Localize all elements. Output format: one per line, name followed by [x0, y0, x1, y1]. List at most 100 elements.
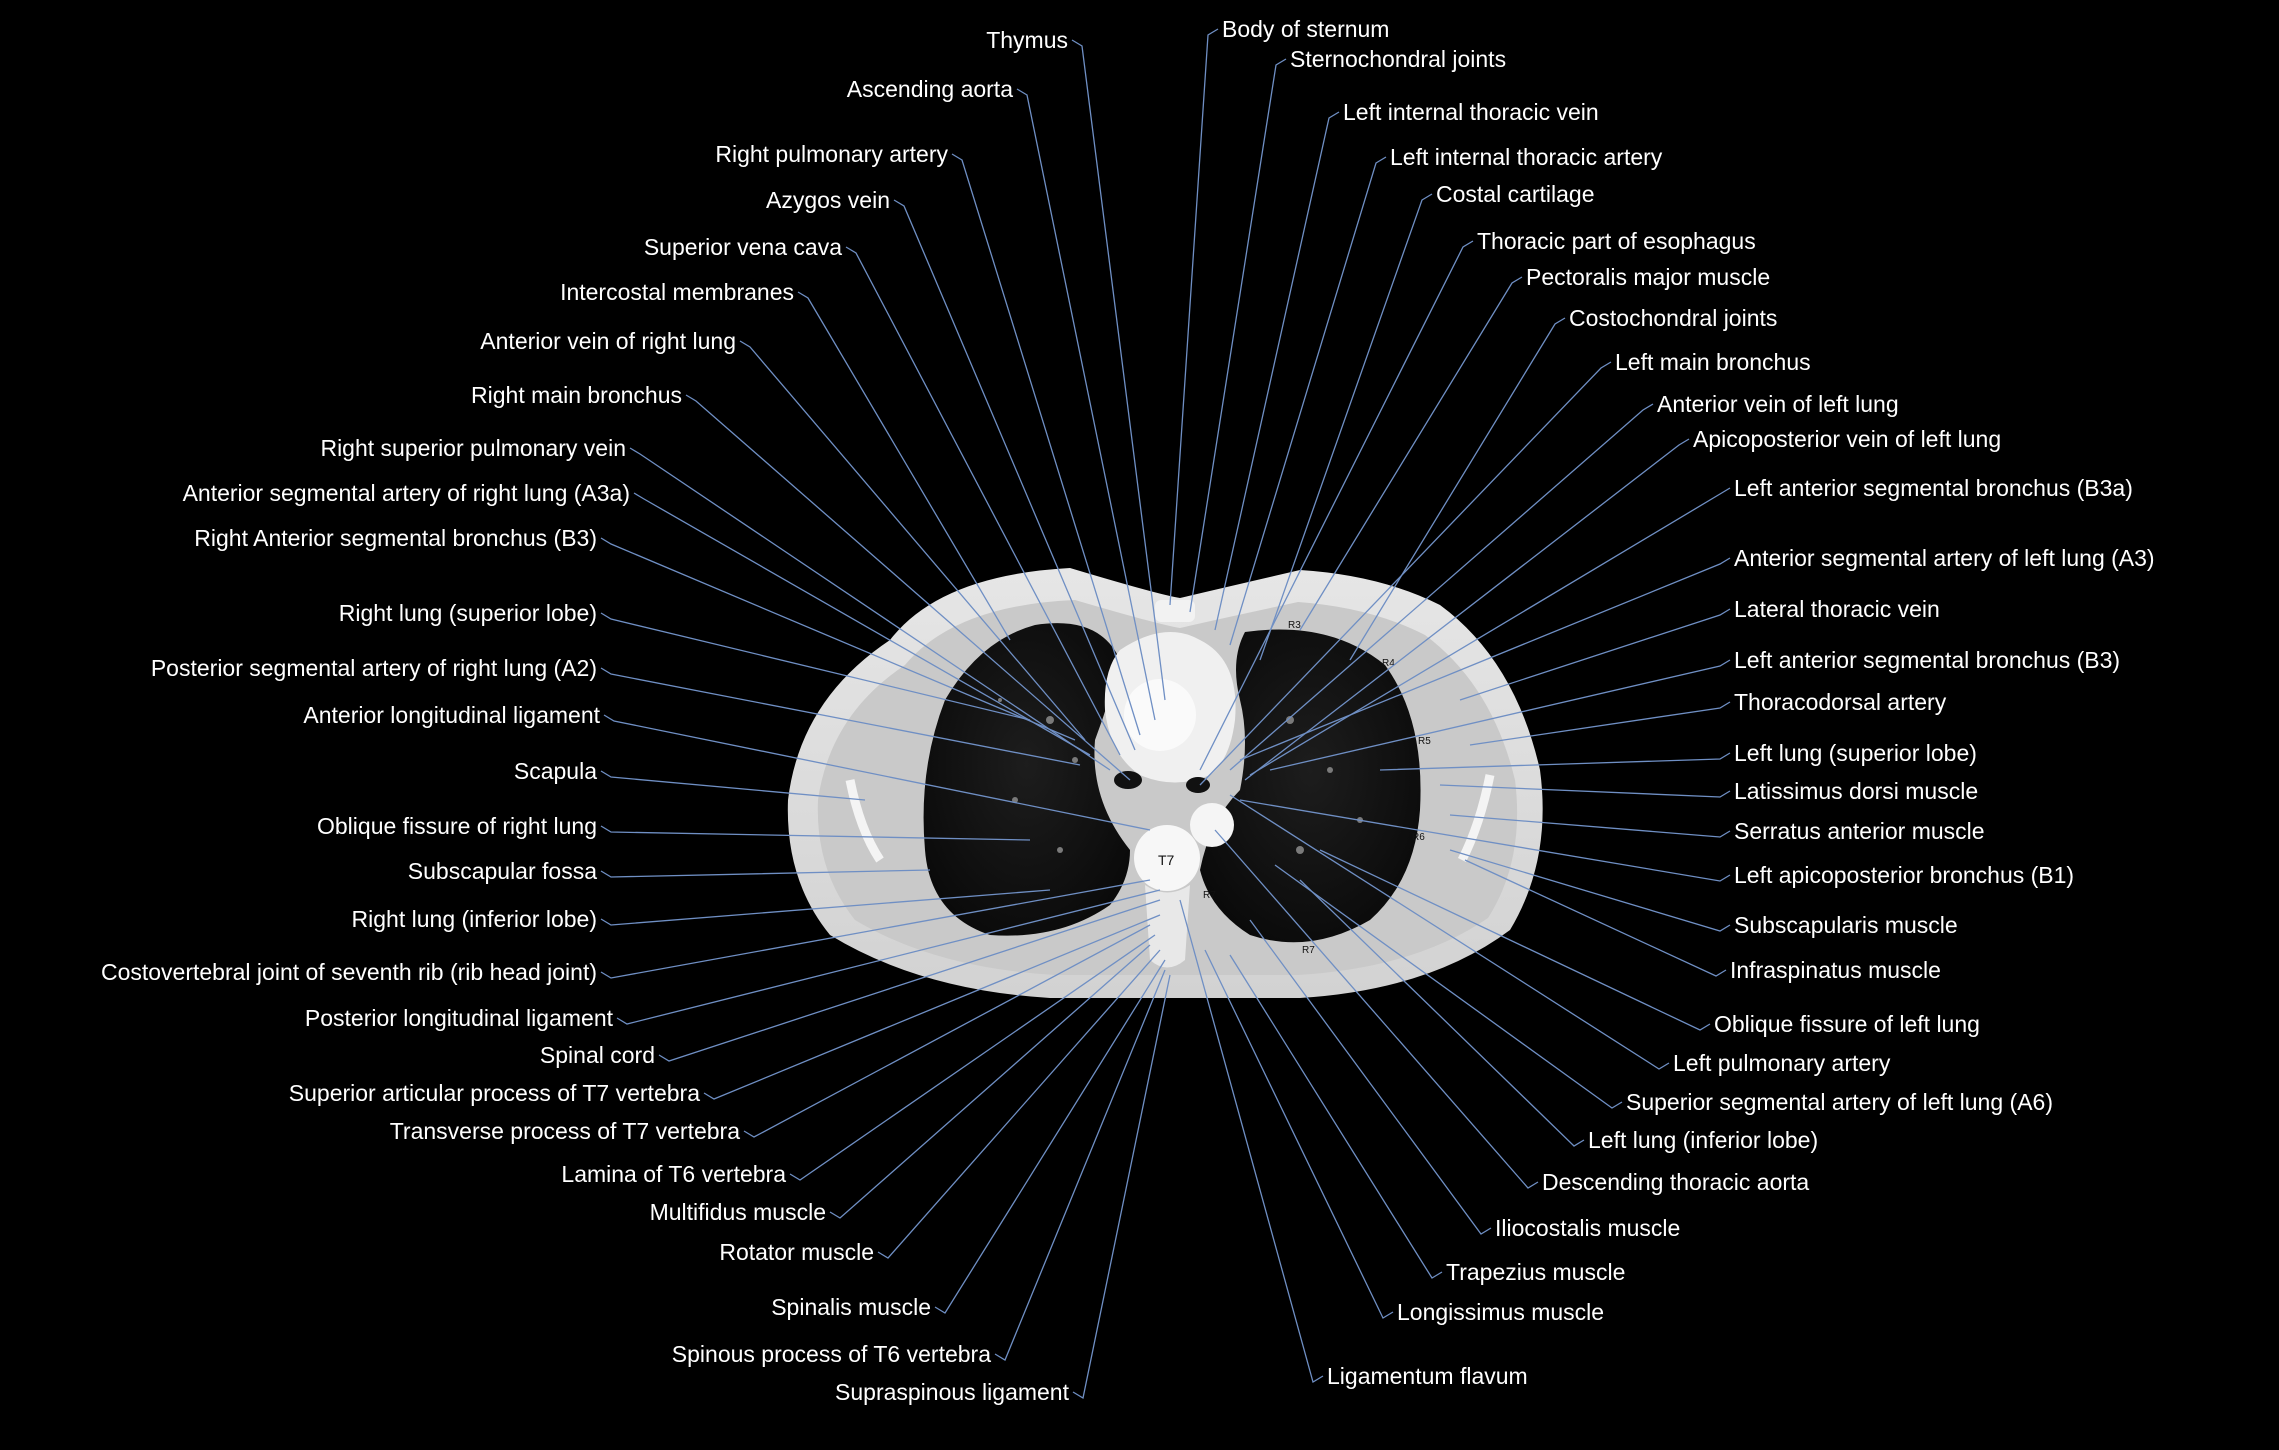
- leader-line: [1469, 701, 1731, 746]
- leader-line: [845, 246, 1121, 756]
- left-lung: [1200, 629, 1421, 943]
- right-label-19: Left apicoposterior bronchus (B1): [1239, 799, 2074, 888]
- right-label-15: Thoracodorsal artery: [1469, 689, 1947, 746]
- leader-line: [1204, 949, 1394, 1319]
- label-text: Rotator muscle: [719, 1239, 874, 1265]
- right-label-27: Iliocostalis muscle: [1249, 919, 1680, 1241]
- label-text: Intercostal membranes: [560, 279, 794, 305]
- label-text: Left lung (inferior lobe): [1588, 1127, 1818, 1153]
- left-label-12: Posterior segmental artery of right lung…: [151, 655, 1081, 766]
- right-scapula-shape: [845, 779, 884, 863]
- leader-line: [685, 394, 1131, 781]
- label-text: Subscapularis muscle: [1734, 912, 1958, 938]
- label-text: Spinalis muscle: [771, 1294, 931, 1320]
- leader-line: [994, 969, 1166, 1361]
- right-label-23: Left pulmonary artery: [1229, 794, 1891, 1076]
- right-label-24: Superior segmental artery of left lung (…: [1274, 864, 2053, 1115]
- leader-line: [1199, 361, 1612, 786]
- label-text: Anterior segmental artery of left lung (…: [1734, 545, 2155, 571]
- leader-line: [743, 924, 1151, 1138]
- leader-line: [616, 889, 1161, 1025]
- leader-line: [1249, 919, 1492, 1235]
- leader-line: [600, 667, 1081, 766]
- left-bronchus-shape: [1186, 777, 1210, 793]
- leader-line: [1189, 58, 1287, 613]
- label-text: Trapezius muscle: [1446, 1259, 1625, 1285]
- label-text: Thoracodorsal artery: [1734, 689, 1947, 715]
- label-text: Right superior pulmonary vein: [320, 435, 626, 461]
- leader-line: [1214, 829, 1539, 1189]
- leader-line: [1319, 849, 1711, 1031]
- right-label-7: Costochondral joints: [1349, 305, 1777, 661]
- right-label-0: Body of sternum: [1169, 16, 1389, 606]
- left-scapula-shape: [1457, 774, 1495, 863]
- label-text: Left internal thoracic artery: [1390, 144, 1663, 170]
- label-text: Lamina of T6 vertebra: [561, 1161, 786, 1187]
- leader-line: [1239, 799, 1731, 882]
- label-text: Spinal cord: [540, 1042, 655, 1068]
- label-text: Left anterior segmental bronchus (B3): [1734, 647, 2120, 673]
- label-text: Right pulmonary artery: [715, 141, 948, 167]
- label-text: Left lung (superior lobe): [1734, 740, 1977, 766]
- leader-line: [629, 447, 1111, 771]
- leader-line: [633, 492, 1091, 756]
- label-text: Right lung (inferior lobe): [352, 906, 597, 932]
- sternum-shape: [1155, 600, 1195, 622]
- leader-line: [1229, 156, 1387, 646]
- right-label-12: Anterior segmental artery of left lung (…: [1239, 545, 2155, 761]
- right-label-1: Sternochondral joints: [1189, 46, 1506, 613]
- label-text: Anterior vein of left lung: [1657, 391, 1899, 417]
- leader-line: [1071, 39, 1166, 701]
- leader-line: [1244, 438, 1690, 781]
- label-text: Ligamentum flavum: [1327, 1363, 1528, 1389]
- label-text: Superior articular process of T7 vertebr…: [289, 1080, 700, 1106]
- right-label-17: Latissimus dorsi muscle: [1439, 778, 1978, 804]
- leader-line: [1239, 557, 1731, 761]
- label-text: Descending thoracic aorta: [1542, 1169, 1809, 1195]
- leader-line: [1259, 193, 1433, 661]
- left-label-22: Transverse process of T7 vertebra: [390, 924, 1151, 1144]
- right-label-6: Pectoralis major muscle: [1299, 264, 1770, 631]
- left-label-28: Supraspinous ligament: [835, 974, 1171, 1405]
- left-label-1: Ascending aorta: [847, 76, 1156, 721]
- label-text: Anterior vein of right lung: [480, 328, 736, 354]
- left-label-17: Right lung (inferior lobe): [352, 889, 1051, 932]
- ct-axial-slice: T7 R3 R4 R5 R6 R7 R7: [787, 568, 1543, 998]
- leader-line: [600, 889, 1051, 926]
- ascending-aorta-shape: [1124, 679, 1196, 751]
- label-text: Right lung (superior lobe): [339, 600, 597, 626]
- label-text: Transverse process of T7 vertebra: [390, 1118, 740, 1144]
- label-text: Posterior segmental artery of right lung…: [151, 655, 597, 681]
- leader-line: [703, 914, 1161, 1100]
- left-label-6: Anterior vein of right lung: [480, 328, 1086, 741]
- leader-line: [893, 199, 1136, 751]
- label-text: Subscapular fossa: [408, 858, 597, 884]
- label-text: Body of sternum: [1222, 16, 1389, 42]
- leader-line: [1169, 28, 1219, 606]
- right-label-4: Costal cartilage: [1259, 181, 1595, 661]
- leader-line: [1274, 864, 1623, 1109]
- label-text: Scapula: [514, 758, 597, 784]
- right-label-11: Left anterior segmental bronchus (B3a): [1249, 475, 2133, 776]
- label-text: Costovertebral joint of seventh rib (rib…: [101, 959, 597, 985]
- label-text: Anterior longitudinal ligament: [303, 702, 600, 728]
- leader-line: [600, 879, 1151, 979]
- label-text: Left pulmonary artery: [1673, 1050, 1891, 1076]
- label-text: Ascending aorta: [847, 76, 1013, 102]
- left-label-25: Rotator muscle: [719, 949, 1161, 1265]
- right-label-8: Left main bronchus: [1199, 349, 1811, 786]
- right-label-28: Trapezius muscle: [1229, 954, 1625, 1285]
- leader-line: [1299, 276, 1523, 631]
- leader-line: [797, 291, 1011, 641]
- leader-line: [600, 612, 1031, 721]
- leader-line: [1449, 814, 1731, 838]
- leader-line: [1249, 487, 1731, 776]
- leader-line: [600, 869, 931, 878]
- label-text: Infraspinatus muscle: [1730, 957, 1941, 983]
- label-text: Right main bronchus: [471, 382, 682, 408]
- leader-line: [1072, 974, 1171, 1400]
- left-label-14: Scapula: [514, 758, 866, 801]
- left-label-23: Lamina of T6 vertebra: [561, 934, 1156, 1187]
- left-label-11: Right lung (superior lobe): [339, 600, 1031, 721]
